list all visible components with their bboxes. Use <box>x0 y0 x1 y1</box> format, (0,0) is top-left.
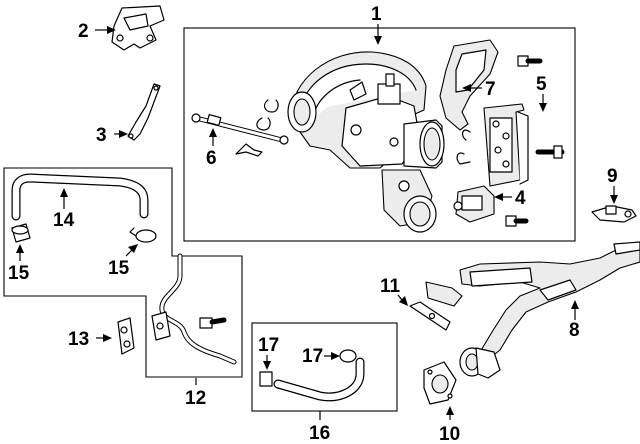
frame-turbo-assembly <box>183 27 576 242</box>
callout-11: 11 <box>380 276 401 297</box>
gasket-icon-11[interactable] <box>409 281 463 331</box>
callout-15b: 15 <box>108 258 130 279</box>
frame-hose-group <box>3 167 243 378</box>
clamp-icon-17a[interactable] <box>259 371 273 387</box>
sensor-icon-9[interactable] <box>591 205 637 223</box>
bracket-icon-13[interactable] <box>117 317 135 355</box>
hose-icon-14[interactable] <box>11 173 149 221</box>
callout-17b: 17 <box>302 346 323 367</box>
callout-9: 9 <box>607 166 618 187</box>
bracket-icon-3[interactable] <box>127 83 161 141</box>
callout-1: 1 <box>371 4 382 25</box>
pipe-icon-12[interactable] <box>151 253 237 365</box>
bracket-icon-2[interactable] <box>111 5 165 51</box>
callout-5: 5 <box>536 74 547 95</box>
callout-7: 7 <box>485 79 496 100</box>
clamp-icon-15a[interactable] <box>11 223 31 243</box>
linkage-rod-icon[interactable] <box>191 113 289 157</box>
callout-10: 10 <box>439 424 460 444</box>
callout-4: 4 <box>515 188 526 209</box>
callout-14: 14 <box>53 210 75 231</box>
callout-15a: 15 <box>8 263 30 284</box>
catalytic-pipe-icon[interactable] <box>459 241 640 379</box>
bolt-icon[interactable] <box>505 55 565 227</box>
callout-8: 8 <box>569 320 580 341</box>
turbocharger-icon[interactable] <box>287 51 445 233</box>
callout-2: 2 <box>78 21 89 42</box>
actuator-icon-4[interactable] <box>453 185 495 223</box>
actuator-icon-5[interactable] <box>483 103 529 187</box>
clamp-icon-15b[interactable] <box>129 227 157 243</box>
callout-16: 16 <box>309 423 330 444</box>
gasket-icon-10[interactable] <box>423 361 457 405</box>
callout-13: 13 <box>68 329 89 350</box>
callout-12: 12 <box>185 388 206 409</box>
callout-3: 3 <box>96 125 107 146</box>
clip-icon[interactable] <box>256 99 471 165</box>
callout-6: 6 <box>206 148 217 169</box>
clamp-icon-17b[interactable] <box>339 349 357 363</box>
callout-17a: 17 <box>258 335 279 356</box>
frame-hose-16 <box>251 322 398 412</box>
hose-icon-16[interactable] <box>273 357 365 402</box>
